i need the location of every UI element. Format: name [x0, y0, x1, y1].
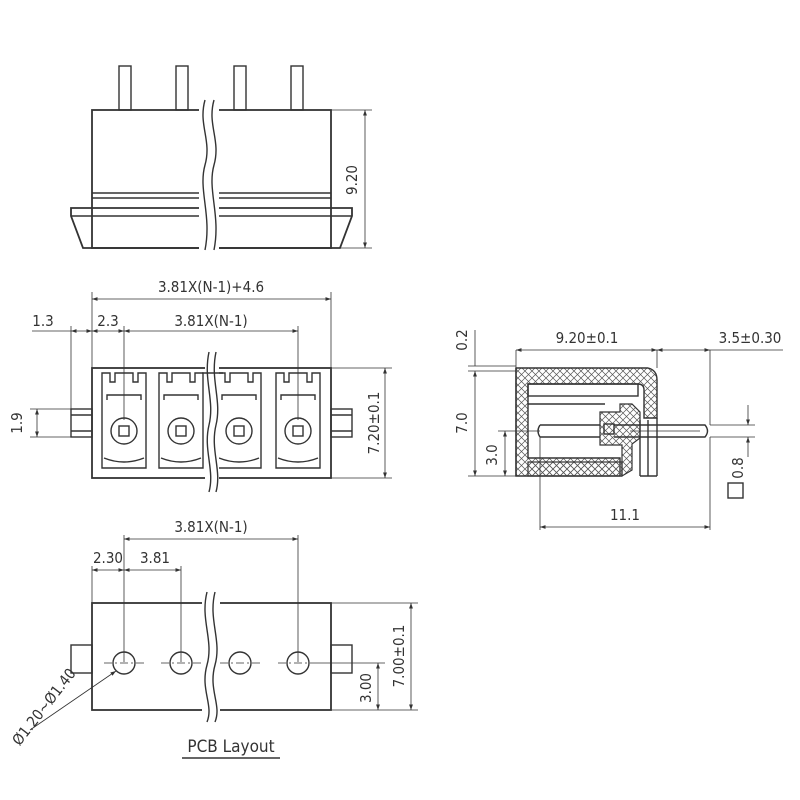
- front-view-left-label-a: 1.3: [32, 312, 53, 330]
- pin-section-square: [727, 482, 744, 499]
- front-view-overall-label: 3.81X(N-1)+4.6: [158, 278, 264, 296]
- front-view: 3.81X(N-1)+4.6 1.3 2.3 3.81X(N-1): [8, 278, 392, 493]
- pcb-hole-diameter-label: Ø1.20~Ø1.40: [8, 665, 79, 749]
- pcb-first-offset-label: 2.30: [93, 549, 123, 567]
- pcb-pitch-total-label: 3.81X(N-1): [174, 518, 247, 536]
- side-view-total-length-dimension: 11.1: [539, 437, 711, 530]
- top-view: 9.20: [70, 65, 372, 252]
- pcb-left-tab: [70, 644, 93, 674]
- side-view-height-label: 7.0: [453, 412, 471, 433]
- side-view-pin-height-label: 3.0: [483, 444, 501, 465]
- side-view-vertical-dimensions: 0.2 7.0 3.0: [453, 329, 540, 477]
- side-view-pin-extension-label: 3.5±0.30: [719, 329, 782, 347]
- pcb-hole: [228, 651, 252, 675]
- front-view-flanges: [70, 408, 353, 438]
- side-view-total-length-label: 11.1: [610, 506, 640, 524]
- side-view-pin-size-label: 0.8: [729, 457, 747, 478]
- front-view-offset-dimension: 1.3 2.3 3.81X(N-1): [32, 312, 299, 420]
- side-view-top-dimensions: 9.20±0.1 3.5±0.30: [515, 329, 783, 425]
- side-view-body-length-label: 9.20±0.1: [556, 329, 619, 347]
- front-view-height-dimension: 7.20±0.1: [331, 367, 392, 479]
- pcb-right-tab: [330, 644, 353, 674]
- pcb-height-dimensions: 3.00 7.00±0.1: [318, 602, 418, 711]
- front-view-left-label-b: 2.3: [97, 312, 118, 330]
- terminal-cell: [275, 372, 321, 469]
- pcb-layout-caption: PCB Layout: [187, 737, 274, 757]
- pcb-pitch-label: 3.81: [140, 549, 170, 567]
- front-view-break-line: [202, 351, 223, 493]
- front-view-flange-dimension: 1.9: [8, 408, 71, 438]
- top-view-break-line: [199, 99, 219, 252]
- terminal-cell: [158, 372, 204, 469]
- front-view-pitch-label: 3.81X(N-1): [174, 312, 247, 330]
- pcb-hole-height-label: 3.00: [357, 673, 375, 703]
- side-view-pin-size-dimension: 0.8: [710, 405, 755, 499]
- top-view-height-label: 9.20: [343, 165, 361, 195]
- side-view-pin: [537, 424, 709, 438]
- front-view-height-label: 7.20±0.1: [365, 392, 383, 455]
- pcb-hole: [286, 651, 310, 675]
- terminal-cell: [101, 372, 147, 469]
- front-view-terminals: [101, 372, 321, 469]
- front-view-flange-height-label: 1.9: [8, 412, 26, 433]
- top-view-height-dimension: 9.20: [331, 109, 372, 249]
- front-view-overall-dimension: 3.81X(N-1)+4.6: [91, 278, 332, 368]
- pcb-hole-diameter-callout: Ø1.20~Ø1.40: [8, 665, 117, 749]
- pcb-pitch-dimensions: 3.81X(N-1) 2.30 3.81: [91, 518, 299, 662]
- pcb-break-line: [202, 591, 220, 723]
- pcb-layout: 3.81X(N-1) 2.30 3.81: [8, 518, 418, 759]
- pcb-hole: [169, 651, 193, 675]
- side-view-housing: [515, 367, 658, 478]
- terminal-cell: [216, 372, 262, 469]
- pcb-holes: [104, 651, 318, 675]
- pcb-hole: [112, 651, 136, 675]
- side-view-top-gap-label: 0.2: [453, 329, 471, 350]
- side-view: 9.20±0.1 3.5±0.30 0.2 7.0 3.0 11.1 0: [453, 329, 783, 530]
- pcb-height-label: 7.00±0.1: [390, 625, 408, 688]
